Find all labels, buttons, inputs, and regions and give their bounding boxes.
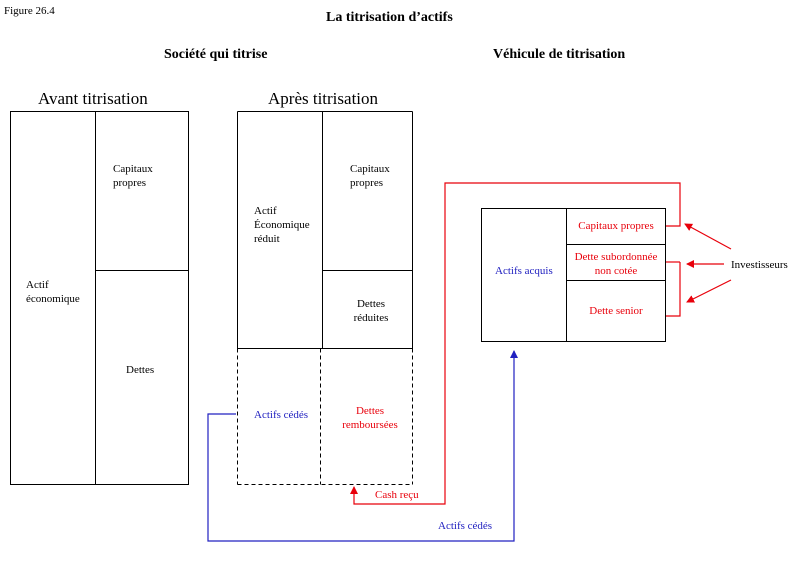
before-equity-label: Capitaux propres (113, 163, 153, 189)
vehicle-balance-sheet (481, 208, 666, 342)
cash-flow-line (350, 182, 681, 505)
investor-arrow-top (684, 223, 732, 250)
vehicle-bracket-bottom (666, 262, 681, 317)
investor-arrow-bottom (686, 279, 732, 303)
after-asset-label: Actif Économique réduit (254, 205, 310, 245)
before-asset-label: Actif économique (26, 279, 80, 305)
before-title: Avant titrisation (38, 89, 148, 108)
assets-transfer-line (207, 350, 518, 542)
diagram-title: La titrisation d’actifs (326, 10, 453, 25)
investors-label: Investisseurs (731, 259, 788, 271)
after-title: Après titrisation (268, 89, 379, 108)
vehicle-subordinated-label: Dette subordonnée non cotée (574, 251, 658, 277)
section-right-title: Véhicule de titrisation (493, 47, 626, 62)
before-balance-sheet (10, 111, 189, 485)
after-debt-repaid-label: Dettes remboursées (342, 405, 398, 431)
after-assets-sold-label: Actifs cédés (254, 409, 309, 421)
after-debt-label: Dettes réduites (353, 298, 389, 324)
vehicle-senior-label: Dette senior (589, 305, 643, 317)
after-balance-sheet (237, 111, 413, 485)
after-equity-label: Capitaux propres (350, 163, 390, 189)
vehicle-equity-label: Capitaux propres (578, 220, 654, 232)
section-left-title: Société qui titrise (164, 47, 268, 62)
figure-label: Figure 26.4 (4, 5, 55, 17)
assets-transferred-label: Actifs cédés (438, 520, 493, 532)
before-debt-label: Dettes (126, 364, 155, 376)
vehicle-assets-label: Actifs acquis (495, 265, 553, 277)
cash-received-label: Cash reçu (375, 489, 419, 501)
